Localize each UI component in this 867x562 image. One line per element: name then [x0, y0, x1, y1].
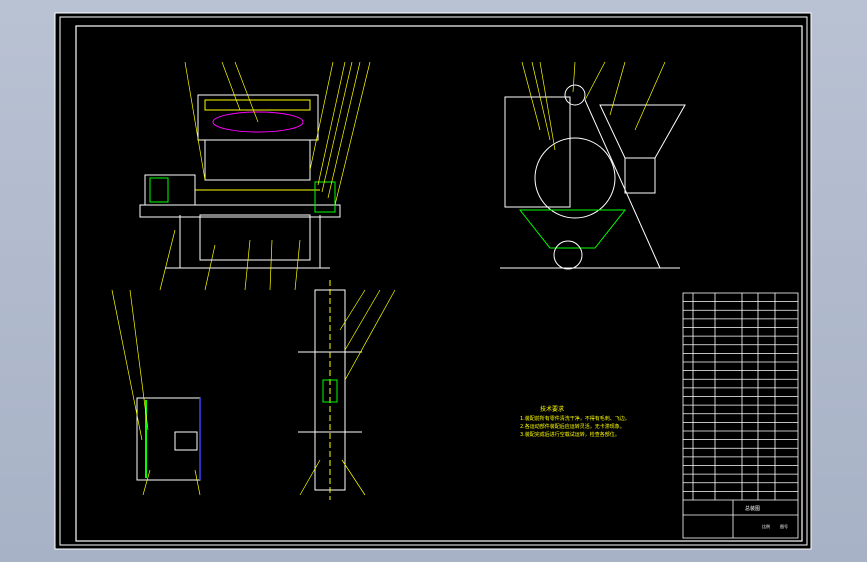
detail-a-leaders [111, 289, 201, 496]
side-view-leaders [521, 61, 666, 151]
gearbox [314, 181, 336, 213]
drawing-frame [75, 25, 803, 542]
shaft-key [322, 379, 338, 403]
tech-note-line-1: 1.装配前所有零件清洗干净，不得有毛刺、飞边。 [520, 415, 630, 422]
tech-note-line-2: 2.各运动部件装配后应运转灵活，无卡滞现象。 [520, 423, 625, 430]
sheet-label: 图号 [780, 523, 788, 529]
drum [534, 137, 616, 219]
tech-note-line-3: 3.装配完成后进行空载试运转，检查各部位。 [520, 431, 620, 438]
tech-notes-heading: 技术要求 [540, 405, 564, 413]
hopper-outlet [624, 157, 656, 194]
hopper-body [204, 139, 311, 181]
top-belt [204, 99, 311, 111]
shaft-leaders [299, 289, 396, 496]
detail-shaft-section [298, 280, 396, 500]
side-frame [504, 96, 571, 208]
detail-bearing [174, 431, 198, 451]
drawing-title: 总装图 [745, 505, 760, 512]
lower-cone [518, 209, 627, 249]
side-view [500, 61, 686, 270]
front-view-leaders [159, 61, 371, 291]
sheet-background [54, 12, 812, 550]
bottom-wheel [553, 240, 583, 270]
title-block-frame [682, 292, 799, 539]
belt-loop [212, 111, 304, 133]
motor-end [149, 177, 169, 203]
technical-notes-block: 技术要求 1.装配前所有零件清洗干净，不得有毛刺、飞边。 2.各运动部件装配后应… [520, 405, 630, 438]
parts-list [683, 301, 798, 492]
detail-view-a [111, 289, 201, 496]
top-pulley [564, 84, 586, 106]
inclined-chute [584, 99, 661, 269]
title-block: 总装图 比例 图号 [682, 292, 799, 539]
lower-trough [199, 214, 311, 261]
base-frame [139, 204, 341, 218]
front-view [139, 61, 371, 291]
scale-label: 比例 [762, 523, 770, 529]
sheet-outer-border [59, 16, 808, 546]
